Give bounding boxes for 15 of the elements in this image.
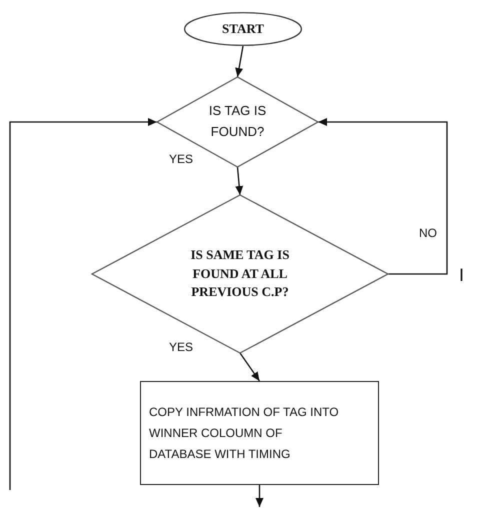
arrow [256,485,264,507]
edge-label: NO [418,227,438,239]
edge-label: YES [168,153,194,165]
node-text: COPY INFRMATION OF TAG INTO WINNER COLOUMN OF DATABASE WITH TIMING [149,404,339,462]
edge-label: YES [168,341,194,353]
arrow [239,352,260,382]
arrow [9,118,157,490]
node-text: IS SAME TAG IS FOUND AT ALL PREVIOUS C.P? [190,246,290,302]
node-text: START [221,21,265,37]
arrow [235,46,244,78]
node-text: IS TAG IS FOUND? [208,102,268,141]
arrow [235,166,244,196]
stray-mark: I [459,266,464,284]
process-box [140,381,379,485]
arrow [318,118,448,275]
